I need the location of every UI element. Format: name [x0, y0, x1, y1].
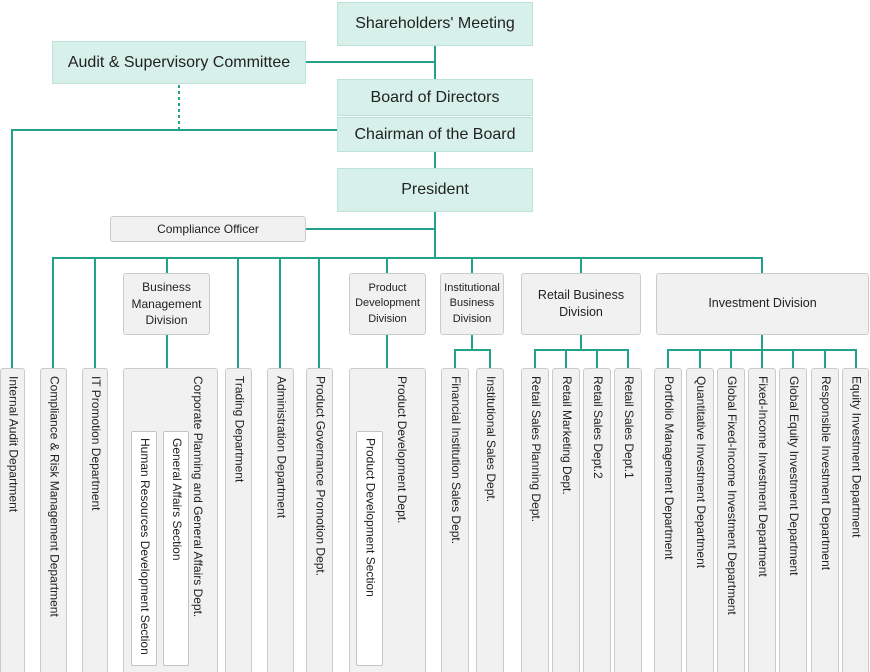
- compliance-officer-label: Compliance Officer: [157, 221, 259, 236]
- chairman-label: Chairman of the Board: [354, 125, 516, 143]
- product-development-dept-box: Product Development Section Product Deve…: [349, 368, 426, 672]
- fixed-income-dept-box: Fixed-Income Investment Department: [748, 368, 776, 672]
- retail-marketing-dept-label: Retail Marketing Dept.: [559, 376, 574, 495]
- shareholders-meeting-label: Shareholders' Meeting: [355, 15, 515, 33]
- retail-sales-dept-2-label: Retail Sales Dept.2: [590, 376, 605, 479]
- portfolio-management-dept-box: Portfolio Management Department: [654, 368, 682, 672]
- global-equity-dept-label: Global Equity Investment Department: [786, 376, 801, 576]
- internal-audit-department-label: Internal Audit Department: [6, 376, 21, 513]
- financial-institution-sales-dept-box: Financial Institution Sales Dept.: [441, 368, 469, 672]
- compliance-risk-department-box: Compliance & Risk Management Department: [40, 368, 67, 672]
- financial-institution-sales-dept-label: Financial Institution Sales Dept.: [448, 376, 463, 545]
- product-development-section-box: Product Development Section: [356, 431, 383, 666]
- administration-department-box: Administration Department: [267, 368, 294, 672]
- institutional-sales-dept-label: Institutional Sales Dept.: [483, 376, 498, 503]
- retail-sales-dept-1-label: Retail Sales Dept.1: [621, 376, 636, 479]
- trading-department-label: Trading Department: [232, 376, 247, 483]
- business-management-division-box: Business Management Division: [123, 273, 210, 335]
- president-box: President: [337, 168, 533, 212]
- internal-audit-department-box: Internal Audit Department: [0, 368, 25, 672]
- retail-sales-planning-dept-box: Retail Sales Planning Dept.: [521, 368, 549, 672]
- corporate-planning-dept-box: Human Resources Development Section Gene…: [123, 368, 218, 672]
- quantitative-investment-dept-box: Quantitative Investment Department: [686, 368, 714, 672]
- general-affairs-section-label: General Affairs Section: [169, 438, 184, 561]
- general-affairs-section-box: General Affairs Section: [163, 431, 189, 666]
- product-governance-dept-label: Product Governance Promotion Dept.: [313, 376, 328, 577]
- retail-business-division-label: Retail Business Division: [537, 287, 625, 320]
- global-equity-dept-box: Global Equity Investment Department: [779, 368, 807, 672]
- business-management-division-label: Business Management Division: [131, 279, 202, 328]
- responsible-investment-dept-box: Responsible Investment Department: [811, 368, 839, 672]
- responsible-investment-dept-label: Responsible Investment Department: [818, 376, 833, 571]
- global-fixed-income-dept-label: Global Fixed-Income Investment Departmen…: [724, 376, 739, 615]
- retail-sales-planning-dept-label: Retail Sales Planning Dept.: [528, 376, 543, 523]
- administration-department-label: Administration Department: [274, 376, 289, 519]
- fixed-income-dept-label: Fixed-Income Investment Department: [755, 376, 770, 577]
- president-label: President: [401, 181, 469, 199]
- it-promotion-department-label: IT Promotion Department: [88, 376, 103, 511]
- compliance-officer-box: Compliance Officer: [110, 216, 306, 242]
- retail-sales-dept-2-box: Retail Sales Dept.2: [583, 368, 611, 672]
- it-promotion-department-box: IT Promotion Department: [82, 368, 108, 672]
- institutional-business-division-box: Institutional Business Division: [440, 273, 504, 335]
- shareholders-meeting-box: Shareholders' Meeting: [337, 2, 533, 46]
- retail-business-division-box: Retail Business Division: [521, 273, 641, 335]
- board-of-directors-box: Board of Directors: [337, 79, 533, 116]
- product-development-dept-label: Product Development Dept.: [394, 376, 409, 524]
- trading-department-box: Trading Department: [225, 368, 252, 672]
- audit-committee-label: Audit & Supervisory Committee: [67, 53, 291, 71]
- human-resources-section-box: Human Resources Development Section: [131, 431, 157, 666]
- corporate-planning-dept-label: Corporate Planning and General Affairs D…: [190, 376, 205, 618]
- portfolio-management-dept-label: Portfolio Management Department: [661, 376, 676, 560]
- product-development-section-label: Product Development Section: [363, 438, 378, 597]
- institutional-business-division-label: Institutional Business Division: [444, 281, 500, 325]
- retail-sales-dept-1-box: Retail Sales Dept.1: [614, 368, 642, 672]
- investment-division-label: Investment Division: [708, 296, 817, 311]
- quantitative-investment-dept-label: Quantitative Investment Department: [693, 376, 708, 569]
- product-governance-dept-box: Product Governance Promotion Dept.: [306, 368, 333, 672]
- equity-investment-dept-label: Equity Investment Department: [849, 376, 864, 538]
- product-development-division-box: Product Development Division: [349, 273, 426, 335]
- global-fixed-income-dept-box: Global Fixed-Income Investment Departmen…: [717, 368, 745, 672]
- retail-marketing-dept-box: Retail Marketing Dept.: [552, 368, 580, 672]
- equity-investment-dept-box: Equity Investment Department: [842, 368, 869, 672]
- investment-division-box: Investment Division: [656, 273, 869, 335]
- product-development-division-label: Product Development Division: [355, 281, 420, 325]
- institutional-sales-dept-box: Institutional Sales Dept.: [476, 368, 504, 672]
- audit-committee-box: Audit & Supervisory Committee: [52, 41, 306, 84]
- board-of-directors-label: Board of Directors: [370, 88, 500, 106]
- human-resources-section-label: Human Resources Development Section: [137, 438, 152, 655]
- compliance-risk-department-label: Compliance & Risk Management Department: [47, 376, 62, 617]
- chairman-box: Chairman of the Board: [337, 117, 533, 152]
